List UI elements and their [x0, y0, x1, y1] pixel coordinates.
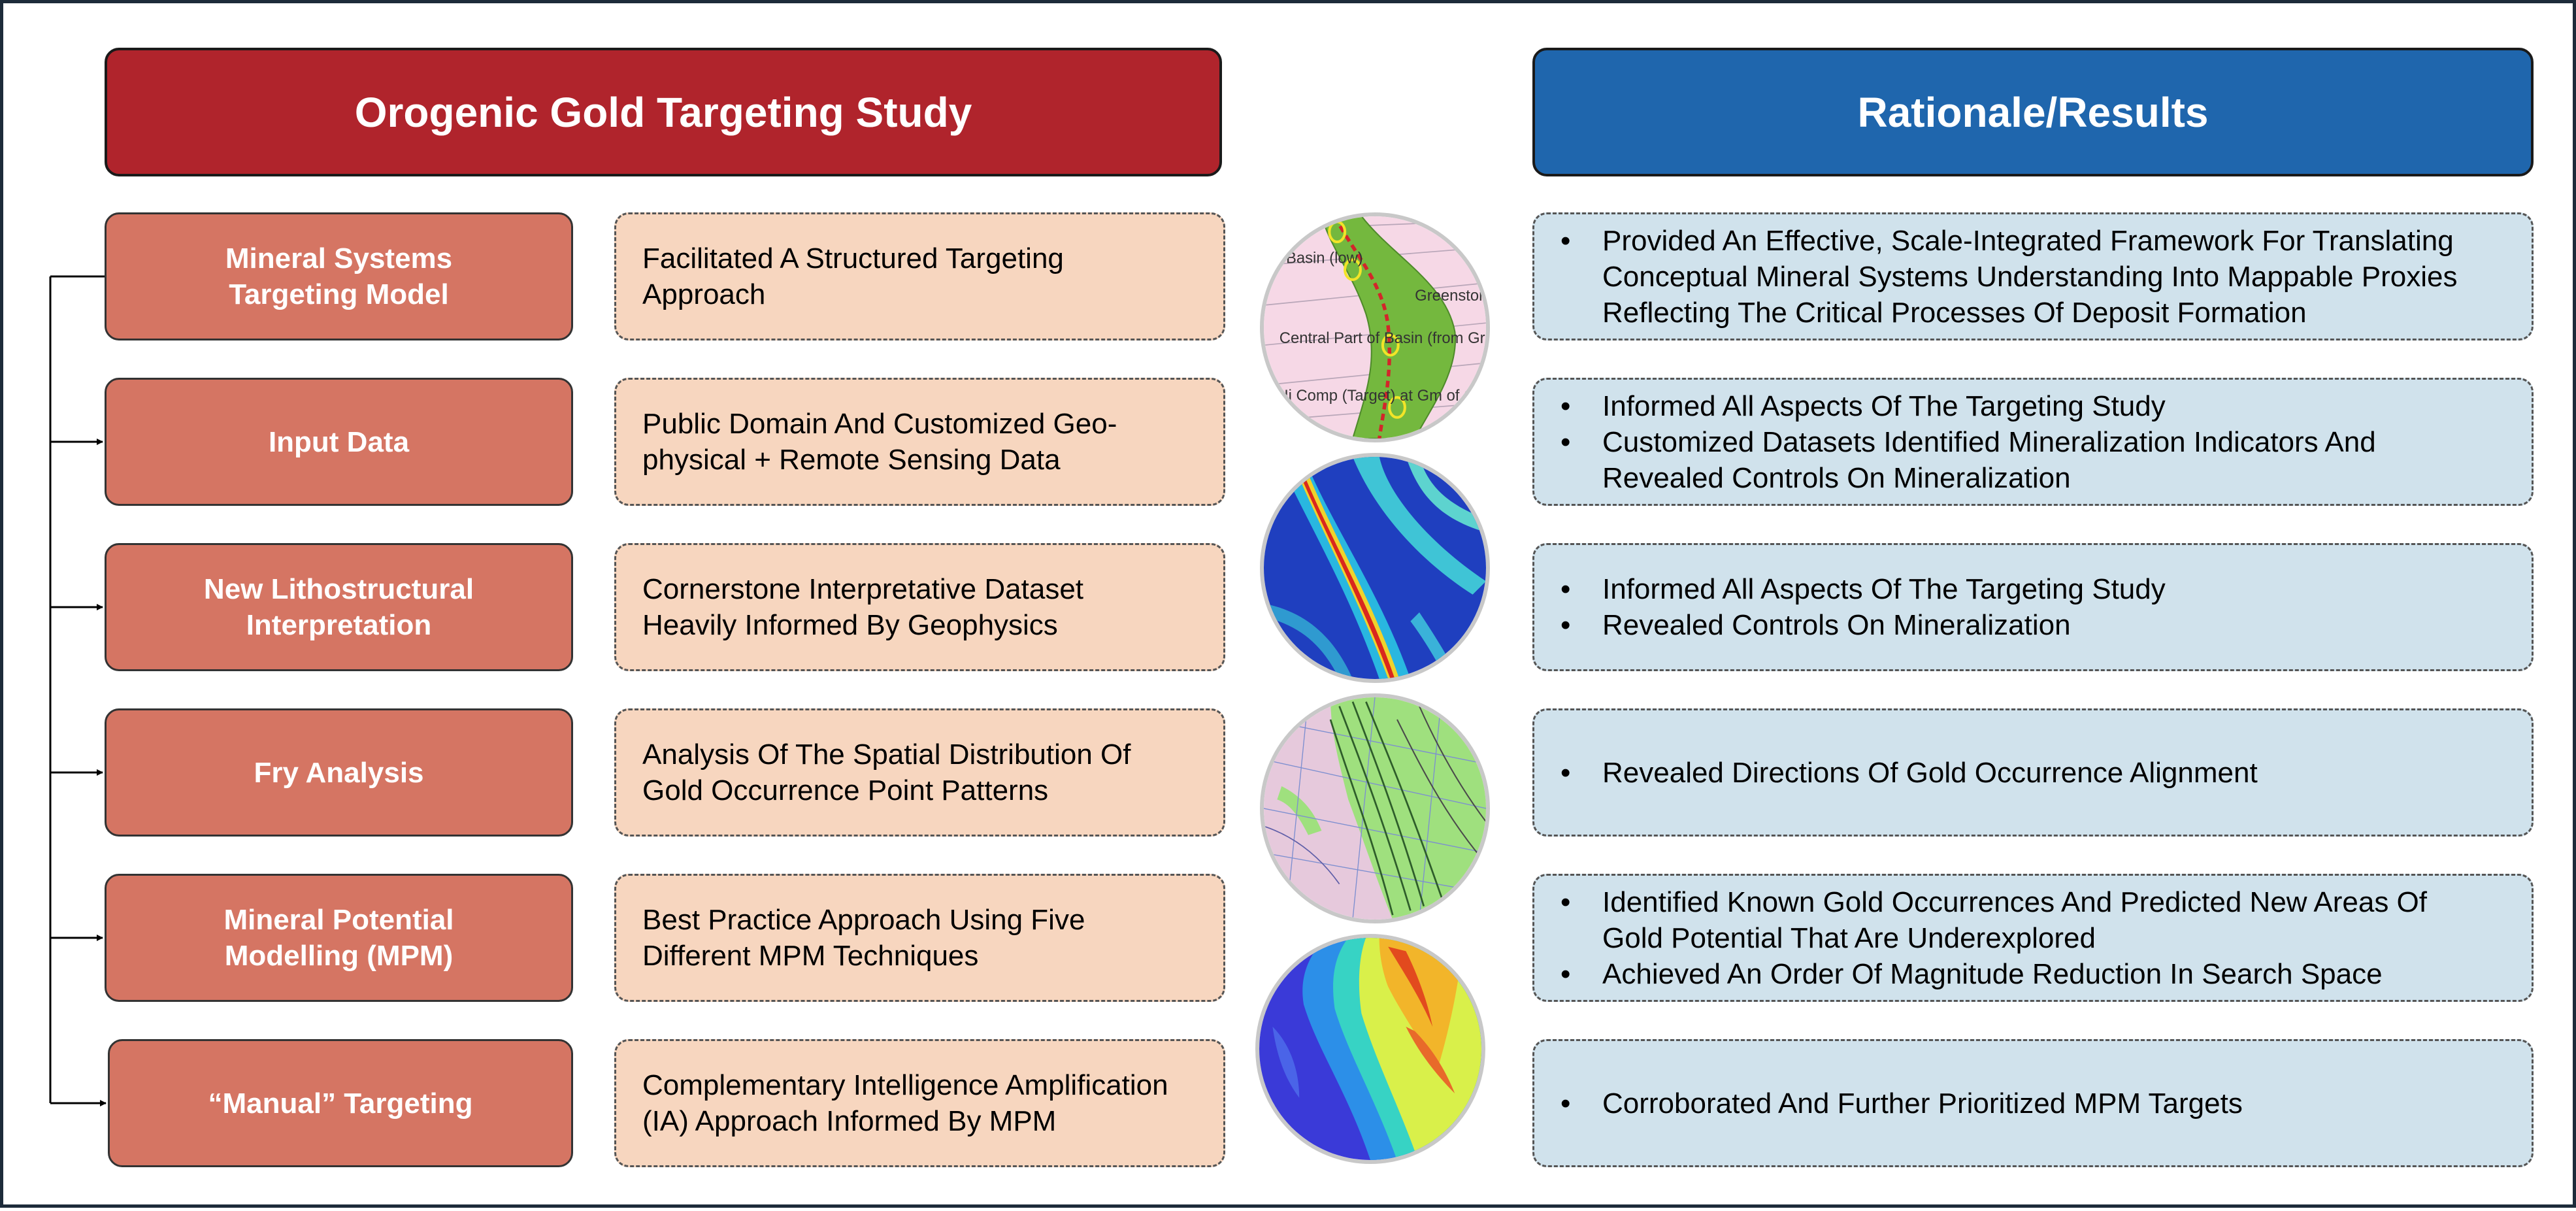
result-bullet: Achieved An Order Of Magnitude Reduction…: [1560, 956, 2505, 992]
result-list: Corroborated And Further Prioritized MPM…: [1560, 1086, 2505, 1121]
result-bullet: Customized Datasets Identified Mineraliz…: [1560, 424, 2505, 496]
result-manual-targeting: Corroborated And Further Prioritized MPM…: [1532, 1039, 2534, 1167]
description-input-data: Public Domain And Customized Geo- physic…: [614, 378, 1225, 506]
stage-input-data: Input Data: [105, 378, 573, 506]
result-list: Identified Known Gold Occurrences And Pr…: [1560, 884, 2505, 992]
result-bullet: Revealed Directions Of Gold Occurrence A…: [1560, 755, 2505, 791]
geophysics-grid-thumbnail: [1260, 453, 1490, 683]
result-bullet: Provided An Effective, Scale-Integrated …: [1560, 223, 2505, 331]
rationale-header: Rationale/Results: [1532, 48, 2534, 176]
thumbnail-label: Central Part of Basin (from Gravity): [1280, 329, 1486, 347]
result-list: Revealed Directions Of Gold Occurrence A…: [1560, 755, 2505, 791]
description-manual-targeting: Complementary Intelligence Amplification…: [614, 1039, 1225, 1167]
description-new-lithostructural-interpretation: Cornerstone Interpretative Dataset Heavi…: [614, 543, 1225, 671]
result-bullet: Corroborated And Further Prioritized MPM…: [1560, 1086, 2505, 1121]
result-bullet: Informed All Aspects Of The Targeting St…: [1560, 388, 2505, 424]
result-bullet: Informed All Aspects Of The Targeting St…: [1560, 571, 2505, 607]
stage-mineral-systems-targeting-model: Mineral Systems Targeting Model: [105, 212, 573, 340]
result-bullet: Identified Known Gold Occurrences And Pr…: [1560, 884, 2505, 956]
result-input-data: Informed All Aspects Of The Targeting St…: [1532, 378, 2534, 506]
result-list: Informed All Aspects Of The Targeting St…: [1560, 571, 2505, 643]
result-list: Provided An Effective, Scale-Integrated …: [1560, 223, 2505, 331]
description-mineral-potential-modelling: Best Practice Approach Using Five Differ…: [614, 874, 1225, 1002]
flow-connector: [49, 275, 107, 1106]
mineral-potential-map-thumbnail: [1255, 934, 1485, 1164]
result-fry-analysis: Revealed Directions Of Gold Occurrence A…: [1532, 708, 2534, 837]
greenstone-belt-model-thumbnail: Basin (low) Central Part of Basin (from …: [1260, 212, 1490, 442]
stage-manual-targeting: “Manual” Targeting: [108, 1039, 573, 1167]
result-new-lithostructural-interpretation: Informed All Aspects Of The Targeting St…: [1532, 543, 2534, 671]
stage-new-lithostructural-interpretation: New Lithostructural Interpretation: [105, 543, 573, 671]
result-bullet: Revealed Controls On Mineralization: [1560, 607, 2505, 643]
result-mineral-potential-modelling: Identified Known Gold Occurrences And Pr…: [1532, 874, 2534, 1002]
result-list: Informed All Aspects Of The Targeting St…: [1560, 388, 2505, 496]
thumbnail-label: Basin (low): [1286, 249, 1363, 267]
stage-fry-analysis: Fry Analysis: [105, 708, 573, 837]
study-header: Orogenic Gold Targeting Study: [105, 48, 1222, 176]
thumbnail-label: Greenstone Belt: [1415, 287, 1486, 305]
thumbnail-label: Hi Comp (Target) at Gm of Gravity Gradie…: [1277, 387, 1486, 405]
lithostructural-map-thumbnail: [1260, 693, 1490, 923]
description-fry-analysis: Analysis Of The Spatial Distribution Of …: [614, 708, 1225, 837]
stage-mineral-potential-modelling: Mineral Potential Modelling (MPM): [105, 874, 573, 1002]
result-mineral-systems-targeting-model: Provided An Effective, Scale-Integrated …: [1532, 212, 2534, 340]
description-mineral-systems-targeting-model: Facilitated A Structured Targeting Appro…: [614, 212, 1225, 340]
